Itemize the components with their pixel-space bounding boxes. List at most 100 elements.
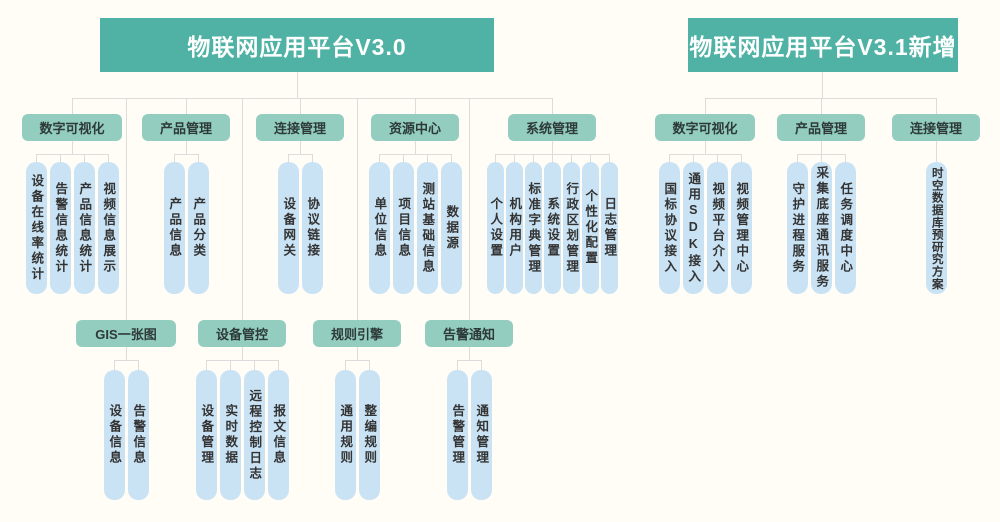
connector-line bbox=[427, 154, 428, 162]
v31-category-digital-visualization: 数字可视化 bbox=[655, 114, 755, 141]
connector-line bbox=[457, 360, 482, 361]
module-pill-label: 个人设置 bbox=[488, 197, 503, 259]
connector-line bbox=[741, 154, 742, 162]
module-pill: 采集底座通讯服务 bbox=[810, 162, 832, 294]
v31-category-product-management: 产品管理 bbox=[777, 114, 865, 141]
module-pill: 项目信息 bbox=[392, 162, 414, 294]
category-label: 规则引擎 bbox=[330, 327, 383, 342]
module-pill: 系统设置 bbox=[543, 162, 561, 294]
category-alarm-notification: 告警通知 bbox=[425, 320, 513, 347]
module-pill: 视频管理中心 bbox=[730, 162, 752, 294]
v31-title: 物联网应用平台V3.1新增 bbox=[688, 18, 958, 72]
connector-line bbox=[415, 141, 416, 154]
connector-line bbox=[822, 72, 823, 98]
module-pill-label: 实时数据 bbox=[223, 404, 238, 466]
connector-line bbox=[403, 154, 404, 162]
v30-title: 物联网应用平台V3.0 bbox=[100, 18, 494, 72]
module-pill: 时空数据库预研究方案 bbox=[925, 162, 947, 294]
connector-line bbox=[206, 360, 207, 370]
module-pill-label: 产品信息 bbox=[167, 197, 182, 259]
module-pill-label: 时空数据库预研究方案 bbox=[930, 166, 943, 290]
category-system-management: 系统管理 bbox=[508, 114, 596, 141]
v31-title-label: 物联网应用平台V3.1新增 bbox=[689, 34, 957, 60]
connector-line bbox=[552, 98, 553, 114]
module-pill: 视频信息展示 bbox=[97, 162, 119, 294]
connector-line bbox=[36, 154, 37, 162]
connector-line bbox=[242, 347, 243, 360]
connector-line bbox=[357, 98, 358, 320]
connector-line bbox=[845, 154, 846, 162]
connector-line bbox=[415, 98, 416, 114]
connector-line bbox=[126, 347, 127, 360]
connector-line bbox=[481, 360, 482, 370]
module-pill: 个人设置 bbox=[486, 162, 504, 294]
module-pill: 单位信息 bbox=[368, 162, 390, 294]
module-pill: 行政区划管理 bbox=[562, 162, 580, 294]
module-pill: 通知管理 bbox=[470, 370, 492, 500]
category-resource-center: 资源中心 bbox=[371, 114, 459, 141]
connector-line bbox=[552, 141, 553, 154]
category-label: 告警通知 bbox=[442, 327, 495, 342]
module-pill-label: 通用SDK接入 bbox=[686, 171, 701, 285]
module-pill: 设备信息 bbox=[103, 370, 125, 500]
module-pill-label: 守护进程服务 bbox=[790, 181, 805, 275]
connector-line bbox=[114, 360, 115, 370]
module-pill: 产品信息统计 bbox=[73, 162, 95, 294]
category-gis-map: GIS一张图 bbox=[76, 320, 176, 347]
module-pill: 设备在线率统计 bbox=[25, 162, 47, 294]
connector-line bbox=[60, 154, 61, 162]
module-pill-label: 个性化配置 bbox=[583, 189, 598, 267]
connector-line bbox=[797, 154, 798, 162]
module-pill-label: 任务调度中心 bbox=[838, 181, 853, 275]
module-pill-label: 整编规则 bbox=[362, 404, 377, 466]
connector-line bbox=[705, 98, 706, 114]
category-device-control: 设备管控 bbox=[198, 320, 286, 347]
connector-line bbox=[821, 98, 822, 114]
module-pill: 整编规则 bbox=[358, 370, 380, 500]
connector-line bbox=[552, 154, 553, 162]
module-pill-label: 通用规则 bbox=[338, 404, 353, 466]
connector-line bbox=[297, 72, 298, 98]
category-label: 资源中心 bbox=[388, 121, 441, 136]
module-pill: 测站基础信息 bbox=[416, 162, 438, 294]
module-pill-label: 视频信息展示 bbox=[101, 181, 116, 275]
connector-line bbox=[206, 360, 279, 361]
connector-line bbox=[288, 154, 313, 155]
connector-line bbox=[300, 98, 301, 114]
connector-line bbox=[705, 141, 706, 154]
module-pill: 设备管理 bbox=[195, 370, 217, 500]
connector-line bbox=[230, 360, 231, 370]
module-pill: 机构用户 bbox=[505, 162, 523, 294]
module-pill-label: 项目信息 bbox=[396, 197, 411, 259]
module-pill-label: 设备信息 bbox=[107, 404, 122, 466]
module-pill-label: 通知管理 bbox=[474, 404, 489, 466]
connector-line bbox=[186, 98, 187, 114]
module-pill-label: 测站基础信息 bbox=[420, 181, 435, 275]
connector-line bbox=[717, 154, 718, 162]
v30-title-label: 物联网应用平台V3.0 bbox=[187, 34, 407, 60]
module-pill: 实时数据 bbox=[219, 370, 241, 500]
connector-line bbox=[669, 154, 670, 162]
connector-line bbox=[379, 154, 452, 155]
connector-line bbox=[300, 141, 301, 154]
connector-line bbox=[936, 98, 937, 114]
connector-line bbox=[469, 347, 470, 360]
module-pill: 设备网关 bbox=[277, 162, 299, 294]
module-pill-label: 设备网关 bbox=[281, 197, 296, 259]
module-pill-label: 报文信息 bbox=[271, 404, 286, 466]
connector-line bbox=[357, 347, 358, 360]
category-label: 系统管理 bbox=[525, 121, 578, 136]
connector-line bbox=[138, 360, 139, 370]
module-pill-label: 行政区划管理 bbox=[564, 181, 579, 275]
connector-line bbox=[821, 154, 822, 162]
connector-line bbox=[126, 98, 127, 320]
module-pill: 通用规则 bbox=[334, 370, 356, 500]
module-pill-label: 系统设置 bbox=[545, 197, 560, 259]
category-label: 数字可视化 bbox=[39, 121, 105, 136]
module-pill-label: 设备在线率统计 bbox=[29, 173, 44, 283]
module-pill: 通用SDK接入 bbox=[682, 162, 704, 294]
connector-line bbox=[514, 154, 515, 162]
module-pill: 国标协议接入 bbox=[658, 162, 680, 294]
category-label: 连接管理 bbox=[909, 121, 962, 136]
